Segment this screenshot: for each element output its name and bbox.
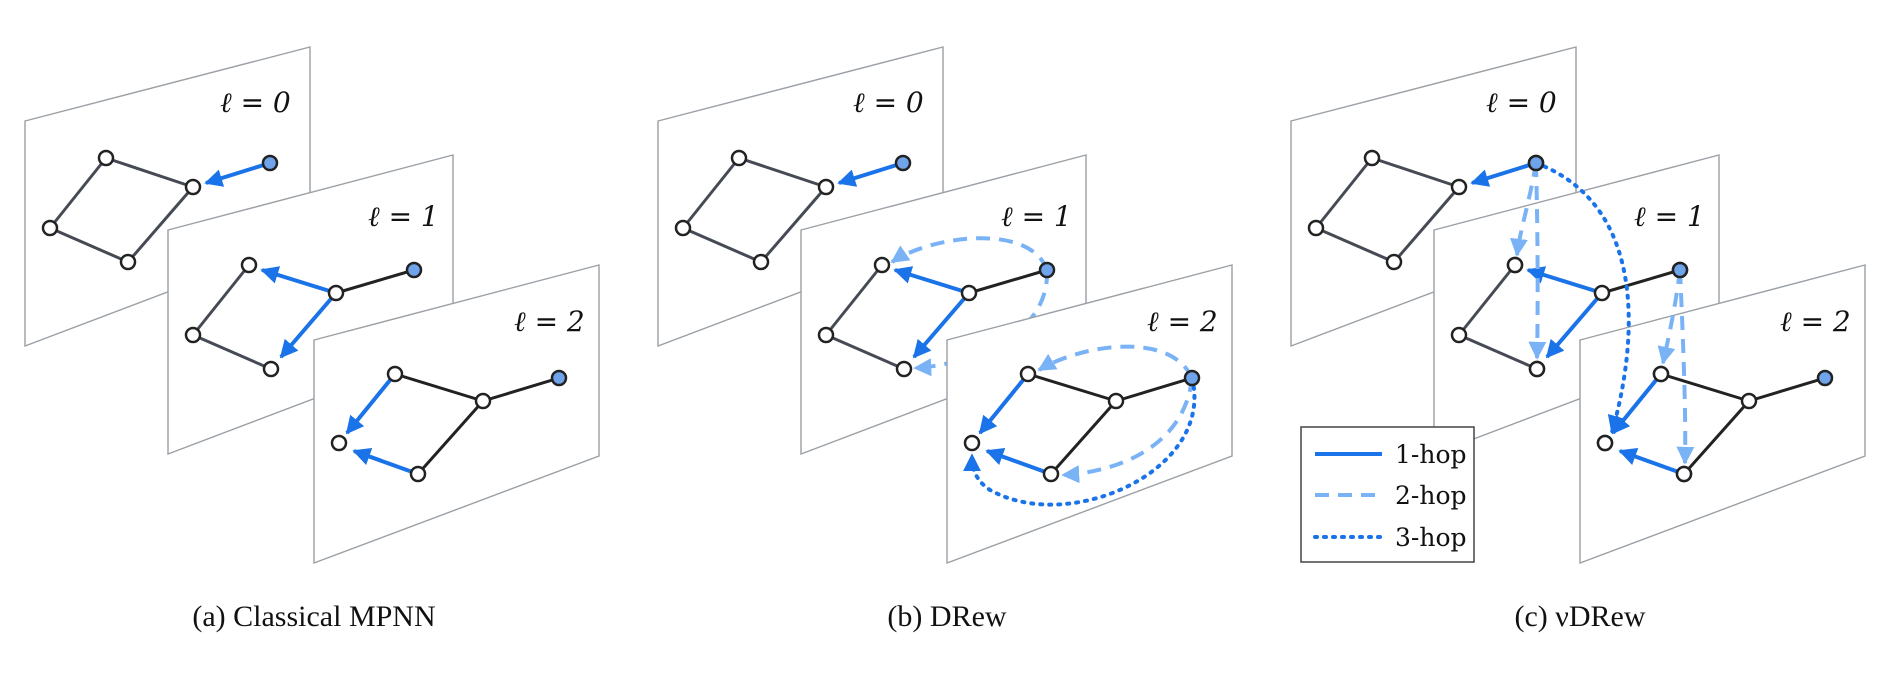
panel-a-layer-1: ℓ = 1 [167,154,454,456]
panel-b-layer-2: ℓ = 2 [946,264,1233,565]
layer-label: ℓ = 0 [853,86,924,119]
panel-a-layer-2: ℓ = 2 [313,264,600,565]
nodes [41,149,279,271]
legend-item-3hop: 3-hop [1313,523,1467,552]
legend-item-1hop: 1-hop [1315,440,1467,469]
panel-b: ℓ = 0 ℓ = 1 [657,46,1233,565]
layer-label: ℓ = 2 [1147,305,1218,338]
panel-c-layer-1: ℓ = 1 [1433,154,1720,456]
edges [48,156,271,264]
nodes-top [1506,154,1693,483]
nodes [184,256,423,378]
nodes [330,365,568,483]
caption-panel-c: (c) νDRew [1514,600,1646,633]
layer-frame [946,264,1233,565]
edges [345,372,560,476]
panel-a-layer-0: ℓ = 0 [24,46,311,348]
edges [681,156,904,264]
layer-label: ℓ = 2 [1780,305,1851,338]
layer-frame [1579,264,1866,565]
nodes [963,365,1201,483]
edges [963,344,1197,507]
edges [1457,264,1681,371]
nodes [674,149,912,271]
legend: 1-hop 2-hop 3-hop [1300,426,1475,563]
layer-label: ℓ = 0 [220,86,291,119]
legend-item-2hop: 2-hop [1315,481,1467,510]
edges [191,264,415,371]
legend-box [1300,426,1475,563]
panel-a: ℓ = 0 ℓ = 1 [24,46,600,565]
layer-label: ℓ = 0 [1486,86,1557,119]
layer-label: ℓ = 1 [368,200,439,233]
layer-label: ℓ = 1 [1001,200,1072,233]
caption-panel-a: (a) Classical MPNN [192,600,436,633]
legend-label: 1-hop [1395,440,1467,469]
nodes [817,256,1056,378]
layer-label: ℓ = 1 [1634,200,1705,233]
legend-label: 2-hop [1395,481,1467,510]
cross-layer-edges [1509,161,1695,465]
layer-label: ℓ = 2 [514,305,585,338]
edges [1314,156,1537,264]
legend-label: 3-hop [1395,523,1467,552]
layer-frame [313,264,600,565]
caption-panel-b: (b) DRew [887,600,1007,633]
panel-c: ℓ = 0 ℓ = 1 [1290,46,1866,565]
